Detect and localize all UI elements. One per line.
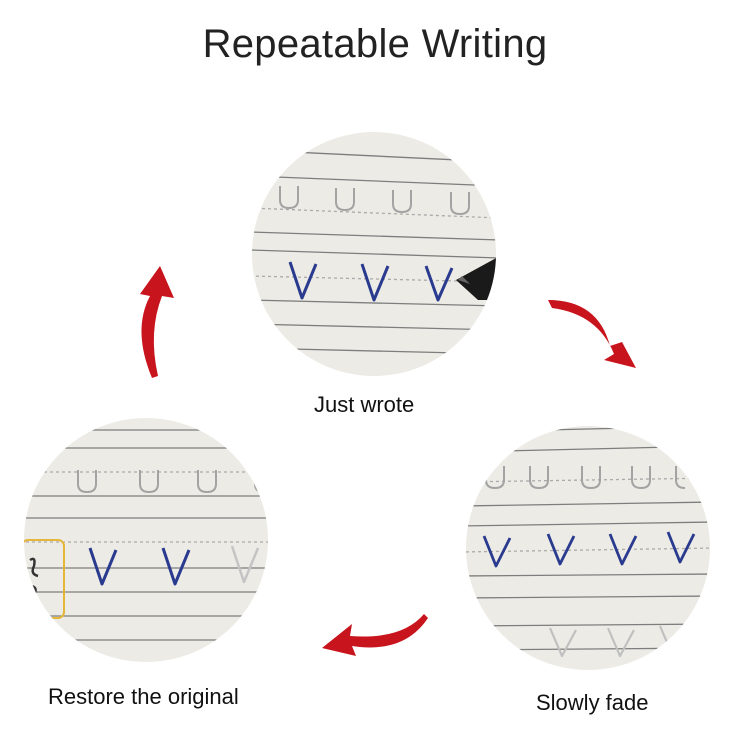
circle-just-wrote [252, 132, 496, 376]
page-title: Repeatable Writing [202, 22, 548, 66]
arrow-left-to-top-icon [140, 266, 174, 378]
circle-restore-original [24, 418, 268, 662]
caption-slowly-fade: Slowly fade [536, 690, 649, 715]
caption-restore-original: Restore the original [48, 684, 239, 709]
circle-slowly-fade [466, 426, 710, 670]
caption-just-wrote: Just wrote [314, 392, 415, 417]
arrow-top-to-right-icon [548, 300, 636, 368]
arrow-right-to-left-icon [322, 614, 428, 656]
